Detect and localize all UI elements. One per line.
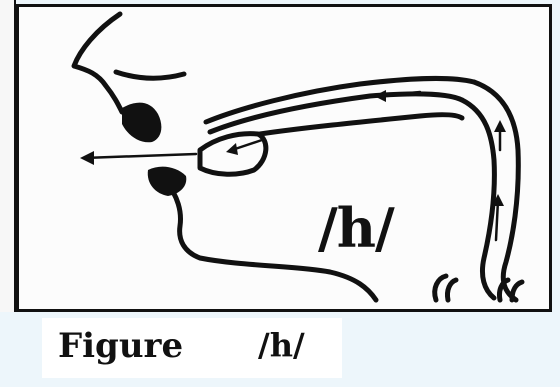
tongue-body-line [260, 115, 462, 134]
airflow-arrowhead-exit [80, 151, 94, 165]
figure-caption-symbol: /h/ [258, 326, 305, 364]
vocal-fold-left [435, 276, 446, 300]
lower-lip [148, 167, 187, 196]
tongue-outline [200, 134, 266, 175]
face-outline-upper [74, 14, 122, 112]
nostril-line [116, 72, 184, 78]
airflow-arrowhead-palate [374, 90, 386, 102]
airflow-arrowhead-pharynx-top [494, 120, 506, 132]
figure-caption-word: Figure [58, 326, 183, 366]
upper-lip [122, 103, 161, 143]
vocal-fold-right-inner [512, 282, 522, 300]
airflow-arrow-exit [84, 154, 196, 158]
phoneme-label: /h/ [318, 196, 394, 260]
vocal-fold-left-inner [447, 280, 456, 300]
pharynx-front-wall [462, 100, 494, 298]
airflow-arrowhead-mouth [226, 143, 238, 155]
